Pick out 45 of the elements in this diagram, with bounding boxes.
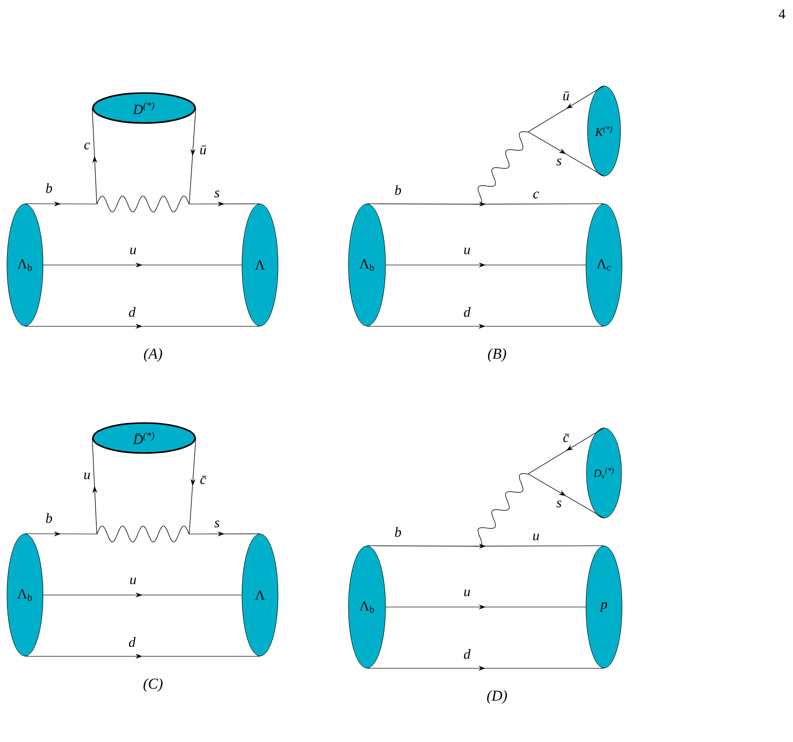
edge-label: c [84,142,90,150]
wavy-line [96,196,190,212]
panel-label: (A) [144,348,162,362]
quark-line [92,108,98,204]
quark-line [188,201,260,206]
quark-line [366,545,474,546]
quark-line [528,427,604,474]
edge-label: d [128,307,136,317]
edge-label: b [395,185,402,195]
edge-label: u [130,248,136,254]
edge-label: u [464,590,470,596]
edge-label: c [533,192,539,198]
wavy-line [96,526,190,542]
quark-line [188,531,260,536]
quark-line [92,438,98,534]
quark-line [188,438,196,534]
edge-label: b [395,527,402,537]
edge-label: b [46,513,52,523]
edge-label: ū [563,92,569,100]
quark-line [528,474,604,519]
quark-line [366,203,474,204]
quark-line [528,132,604,177]
panel-label: (D) [487,690,507,704]
edge-label: s [556,158,562,166]
wavy-line [472,131,528,205]
edge-label: u [84,472,90,480]
edge-label: d [128,637,136,647]
edge-label: u [533,534,539,540]
page-number: 4 [778,9,786,19]
edge-label: c̄ [200,476,206,484]
edge-label: u [130,578,136,584]
panel-label: (B) [488,348,506,362]
edge-label: u [464,248,470,254]
quark-line [528,85,604,132]
panel-label: (C) [144,678,163,692]
edge-label: s [214,520,220,528]
wavy-line [472,473,528,547]
edge-label: d [464,307,471,317]
edge-label: c̄ [563,434,570,442]
edge-label: s [214,190,220,198]
quark-line [188,108,196,204]
edge-label: b [46,183,52,193]
edge-label: ū [200,146,206,154]
edge-label: d [464,649,471,659]
edge-label: s [556,500,562,508]
